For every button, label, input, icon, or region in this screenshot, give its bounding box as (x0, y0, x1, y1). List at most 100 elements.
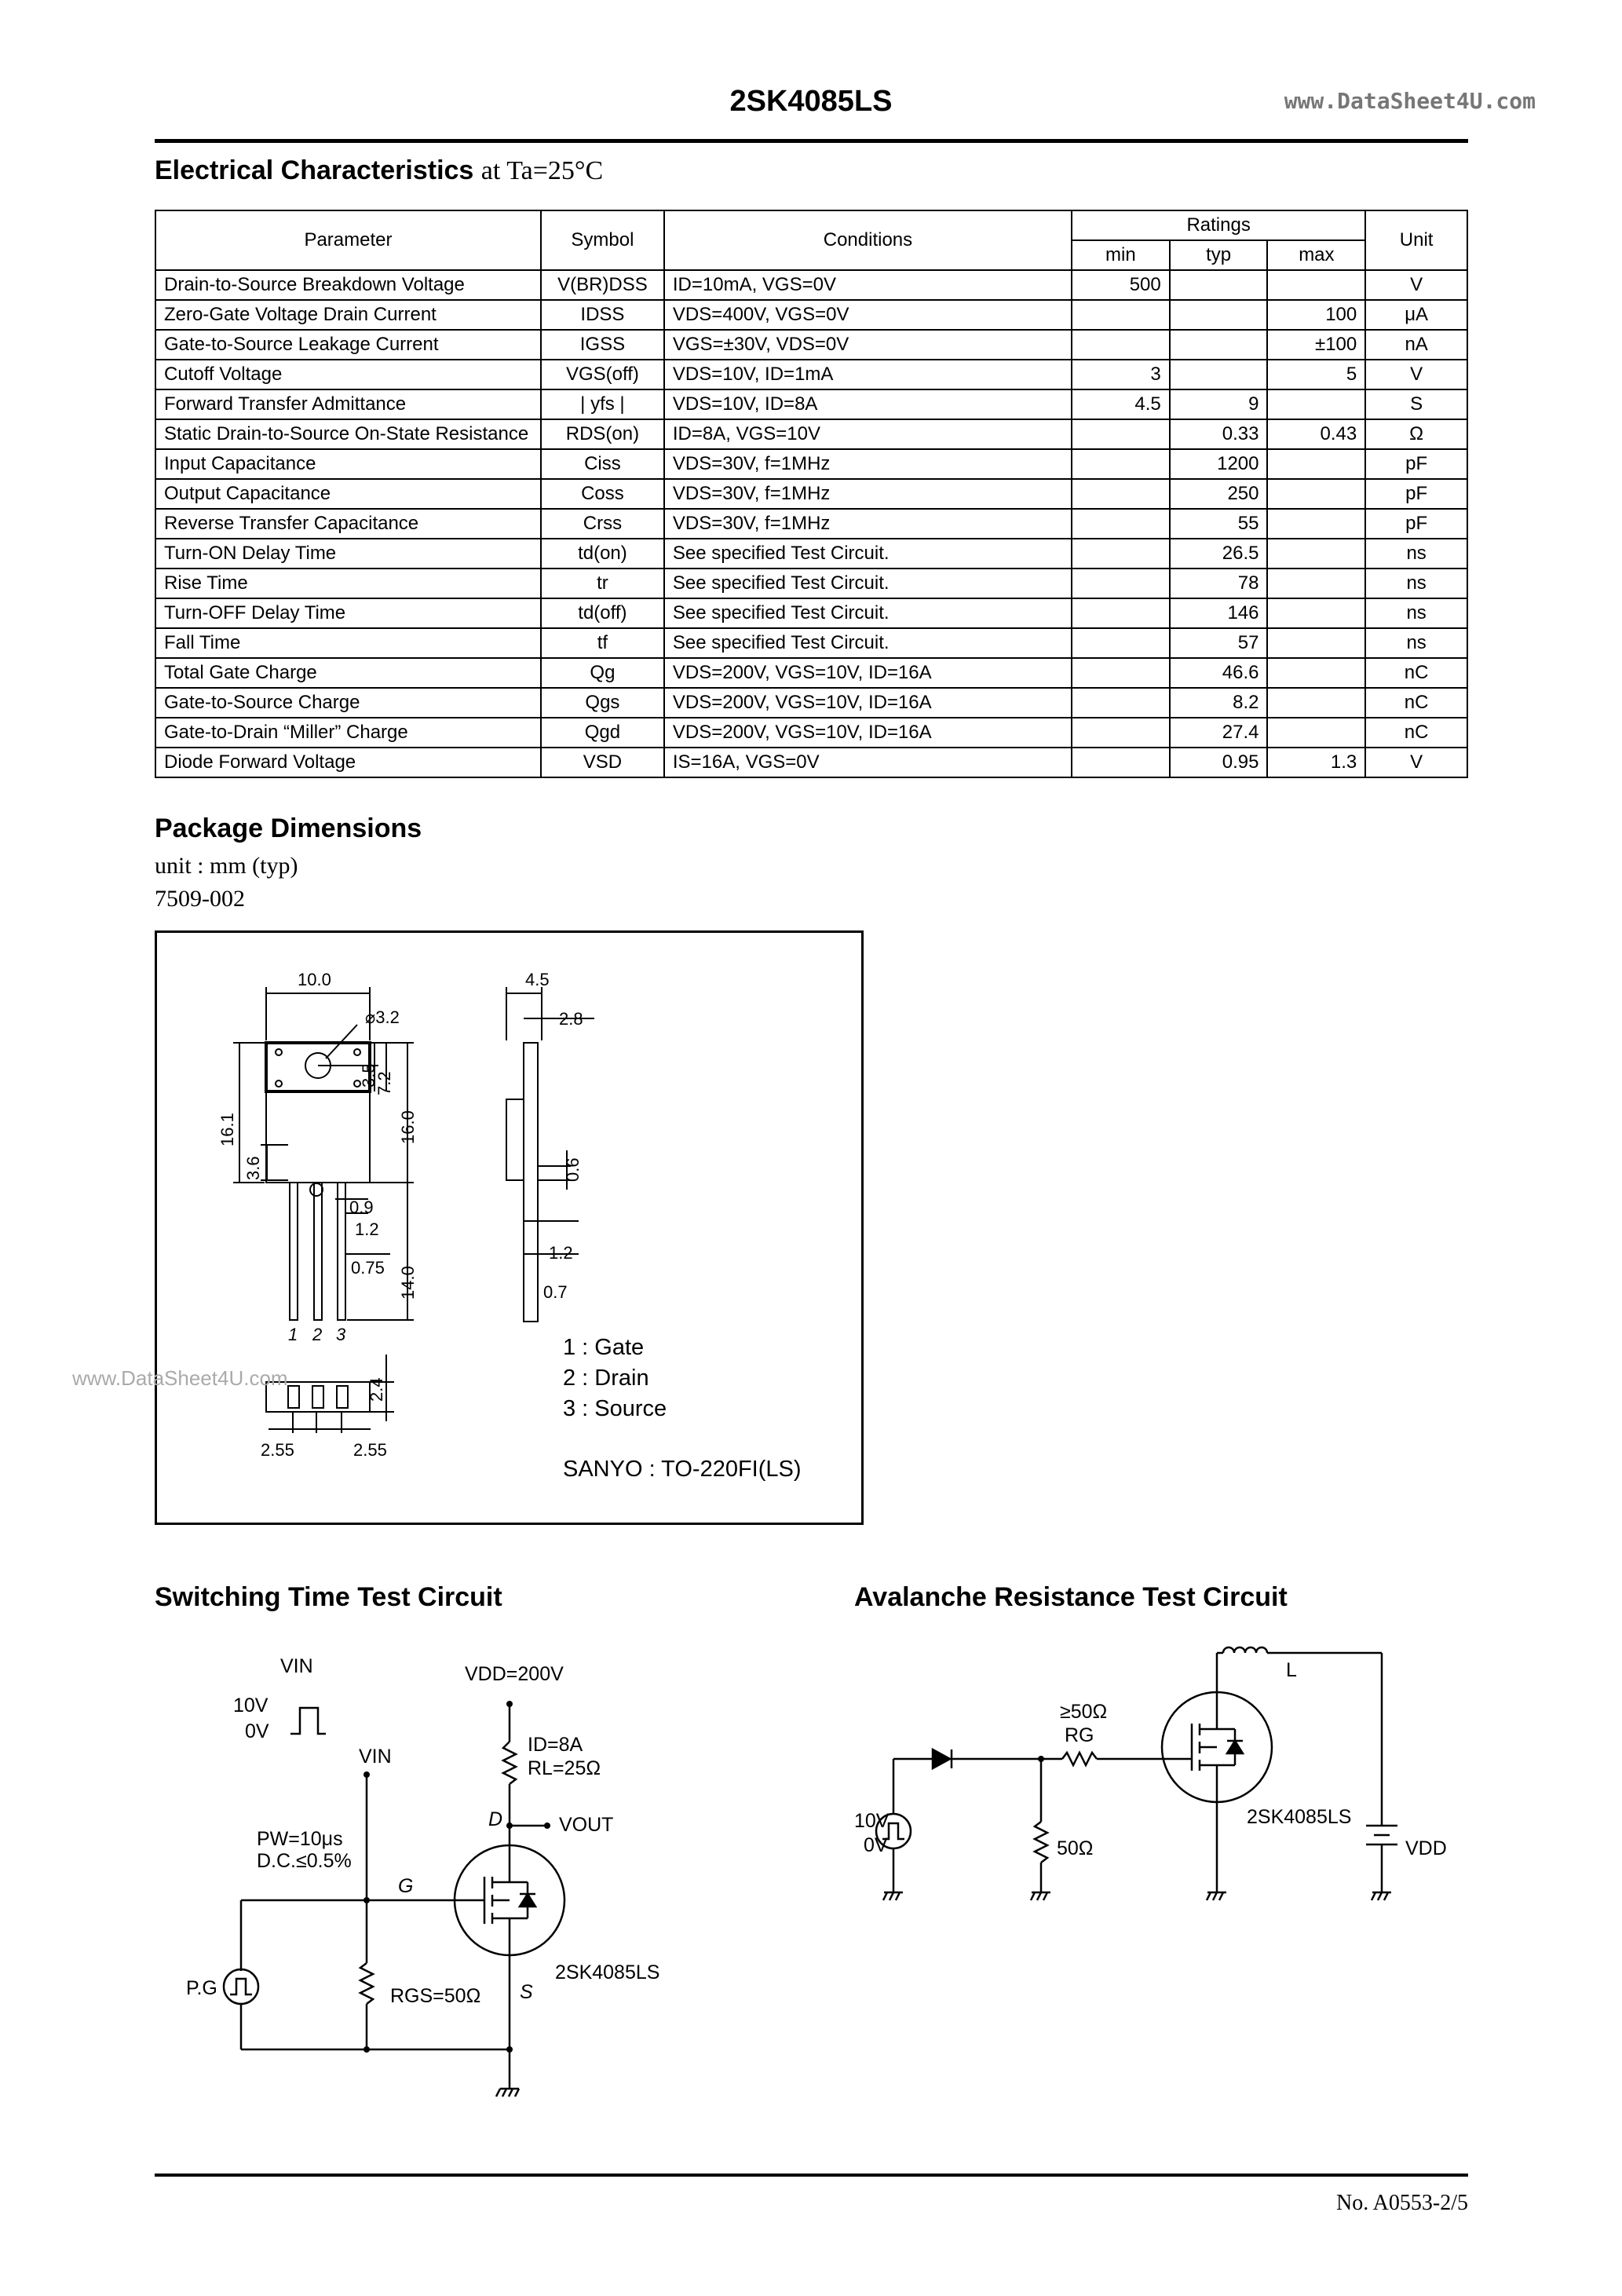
electrical-heading: Electrical Characteristics at Ta=25°C (155, 155, 603, 186)
dim-3-5: 3.5 (359, 1063, 378, 1088)
pin-number-3: 3 (336, 1325, 346, 1344)
cell-parameter: Turn-ON Delay Time (155, 538, 542, 569)
cell-max (1266, 568, 1367, 599)
watermark-mid: www.DataSheet4U.com (72, 1366, 288, 1390)
cell-conditions: See specified Test Circuit. (663, 627, 1073, 659)
cell-min (1071, 508, 1171, 539)
cell-min (1071, 717, 1171, 748)
cell-typ: 55 (1168, 508, 1269, 539)
cell-typ: 78 (1168, 568, 1269, 599)
cell-unit: ns (1364, 568, 1468, 599)
cell-min (1071, 747, 1171, 778)
electrical-heading-text: Electrical Characteristics (155, 155, 474, 185)
cell-typ (1168, 329, 1269, 360)
table-row: Forward Transfer Admittance| yfs |VDS=10… (155, 389, 1468, 420)
electrical-table: Parameter Symbol Conditions Ratings Unit… (155, 210, 1468, 778)
cell-symbol: VSD (539, 747, 665, 778)
cell-conditions: VDS=400V, VGS=0V (663, 299, 1073, 331)
cell-typ (1168, 359, 1269, 390)
cell-parameter: Total Gate Charge (155, 657, 542, 689)
cell-parameter: Drain-to-Source Breakdown Voltage (155, 269, 542, 301)
cell-min (1071, 627, 1171, 659)
electrical-heading-suffix: at Ta=25°C (480, 156, 604, 185)
col-symbol: Symbol (539, 210, 665, 271)
av-r50: 50Ω (1057, 1837, 1094, 1859)
dim-0-9: 0.9 (349, 1197, 374, 1217)
cell-symbol: | yfs | (539, 389, 665, 420)
sw-id: ID=8A (528, 1734, 583, 1756)
cell-conditions: IS=16A, VGS=0V (663, 747, 1073, 778)
dim-0-7: 0.7 (543, 1282, 568, 1302)
rgs-resistor-icon (358, 1962, 375, 2005)
sw-pw: PW=10μs (257, 1828, 343, 1850)
cell-typ: 250 (1168, 478, 1269, 510)
cell-symbol: RDS(on) (539, 419, 665, 450)
col-min: min (1071, 239, 1171, 271)
package-drawing: 10.0 ⌀3.2 4.5 2.8 0.9 1.2 0.75 1.2 0.7 2… (217, 970, 594, 1460)
package-unit: unit : mm (typ) (155, 853, 298, 879)
header-rule (155, 139, 1468, 143)
cell-conditions: ID=8A, VGS=10V (663, 419, 1073, 450)
cell-min (1071, 538, 1171, 569)
dim-7-2: 7.2 (374, 1071, 394, 1095)
cell-max: 1.3 (1266, 747, 1367, 778)
cell-conditions: VDS=200V, VGS=10V, ID=16A (663, 687, 1073, 718)
cell-parameter: Fall Time (155, 627, 542, 659)
rg-resistor-icon (1061, 1750, 1098, 1768)
avalanche-heading: Avalanche Resistance Test Circuit (854, 1582, 1288, 1612)
cell-symbol: tf (539, 627, 665, 659)
pulse-waveform-icon (290, 1706, 326, 1735)
cell-max: 100 (1266, 299, 1367, 331)
cell-unit: nC (1364, 657, 1468, 689)
cell-parameter: Forward Transfer Admittance (155, 389, 542, 420)
cell-symbol: VGS(off) (539, 359, 665, 390)
sw-rl: RL=25Ω (528, 1757, 601, 1779)
package-heading: Package Dimensions (155, 813, 422, 843)
cell-max (1266, 269, 1367, 301)
diode-icon (931, 1747, 952, 1771)
cell-conditions: VDS=10V, ID=8A (663, 389, 1073, 420)
table-row: Static Drain-to-Source On-State Resistan… (155, 419, 1468, 450)
cell-parameter: Reverse Transfer Capacitance (155, 508, 542, 539)
cell-max (1266, 627, 1367, 659)
sw-g: G (398, 1875, 413, 1897)
cell-min (1071, 568, 1171, 599)
cell-typ: 146 (1168, 598, 1269, 629)
package-name: SANYO : TO-220FI(LS) (563, 1457, 802, 1482)
dim-14-0: 14.0 (398, 1266, 418, 1300)
ground-icon (882, 1891, 1391, 1901)
cell-max (1266, 389, 1367, 420)
cell-min (1071, 448, 1171, 480)
rl-resistor-icon (501, 1741, 518, 1785)
sw-vin-top: VIN (280, 1655, 313, 1677)
cell-typ: 0.33 (1168, 419, 1269, 450)
cell-unit: pF (1364, 448, 1468, 480)
switching-heading: Switching Time Test Circuit (155, 1582, 502, 1612)
cell-conditions: VDS=30V, f=1MHz (663, 448, 1073, 480)
cell-min (1071, 598, 1171, 629)
cell-unit: nC (1364, 717, 1468, 748)
dim-3-2: ⌀3.2 (365, 1007, 400, 1027)
footer-rule (155, 2174, 1468, 2177)
document-number: No. A0553-2/5 (1336, 2191, 1468, 2215)
watermark-top: www.DataSheet4U.com (1284, 88, 1536, 114)
cell-unit: ns (1364, 538, 1468, 569)
front-body (265, 1042, 371, 1183)
sw-vdd: VDD=200V (465, 1663, 564, 1685)
cell-parameter: Static Drain-to-Source On-State Resistan… (155, 419, 542, 450)
cell-min (1071, 419, 1171, 450)
col-max: max (1266, 239, 1367, 271)
cell-conditions: VDS=30V, f=1MHz (663, 478, 1073, 510)
cell-symbol: V(BR)DSS (539, 269, 665, 301)
cell-max (1266, 598, 1367, 629)
dim-4-5: 4.5 (525, 970, 550, 989)
inductor-icon (1222, 1646, 1269, 1654)
cell-conditions: ID=10mA, VGS=0V (663, 269, 1073, 301)
cell-typ: 9 (1168, 389, 1269, 420)
cell-min (1071, 299, 1171, 331)
